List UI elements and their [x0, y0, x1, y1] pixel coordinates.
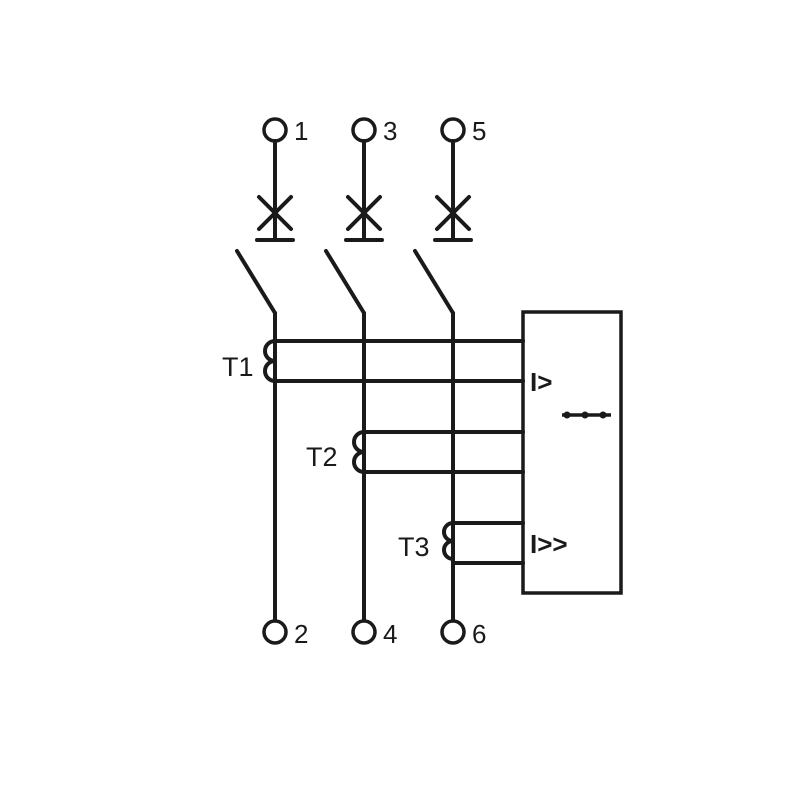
ct-t2-coil: [352, 430, 366, 474]
terminal-6-label: 6: [472, 619, 486, 649]
terminal-2-circle: [262, 619, 288, 645]
terminal-3-label: 3: [383, 116, 397, 146]
pole-1: [235, 117, 295, 645]
pole-3-cross-b: [435, 195, 471, 231]
terminal-1-circle: [262, 117, 288, 143]
terminal-1-label: 1: [294, 116, 308, 146]
ct-t1-coil: [263, 339, 277, 383]
terminal-4-circle: [351, 619, 377, 645]
terminal-2-label: 2: [294, 619, 308, 649]
pole-2-cross-b: [346, 195, 382, 231]
terminal-3-circle: [351, 117, 377, 143]
pole-1-switch-blade: [235, 249, 277, 315]
pole-1-cross-b: [257, 195, 293, 231]
overload-trip-label: I>: [530, 367, 552, 397]
ct-t3-label: T3: [398, 532, 430, 562]
pole-2: [324, 117, 384, 645]
terminal-4-label: 4: [383, 619, 397, 649]
terminal-6-circle: [440, 619, 466, 645]
short-circuit-trip-label: I>>: [530, 529, 568, 559]
mechanical-link-symbol: [562, 411, 611, 419]
pole-3-switch-blade: [413, 249, 455, 315]
pole-2-switch-blade: [324, 249, 366, 315]
trip-unit-box: [521, 310, 623, 595]
terminal-5-label: 5: [472, 116, 486, 146]
ct-t2-label: T2: [306, 442, 338, 472]
ct-t1-label: T1: [222, 352, 254, 382]
pole-3: [413, 117, 473, 645]
ct-t3-coil: [442, 521, 455, 561]
terminal-5-circle: [440, 117, 466, 143]
